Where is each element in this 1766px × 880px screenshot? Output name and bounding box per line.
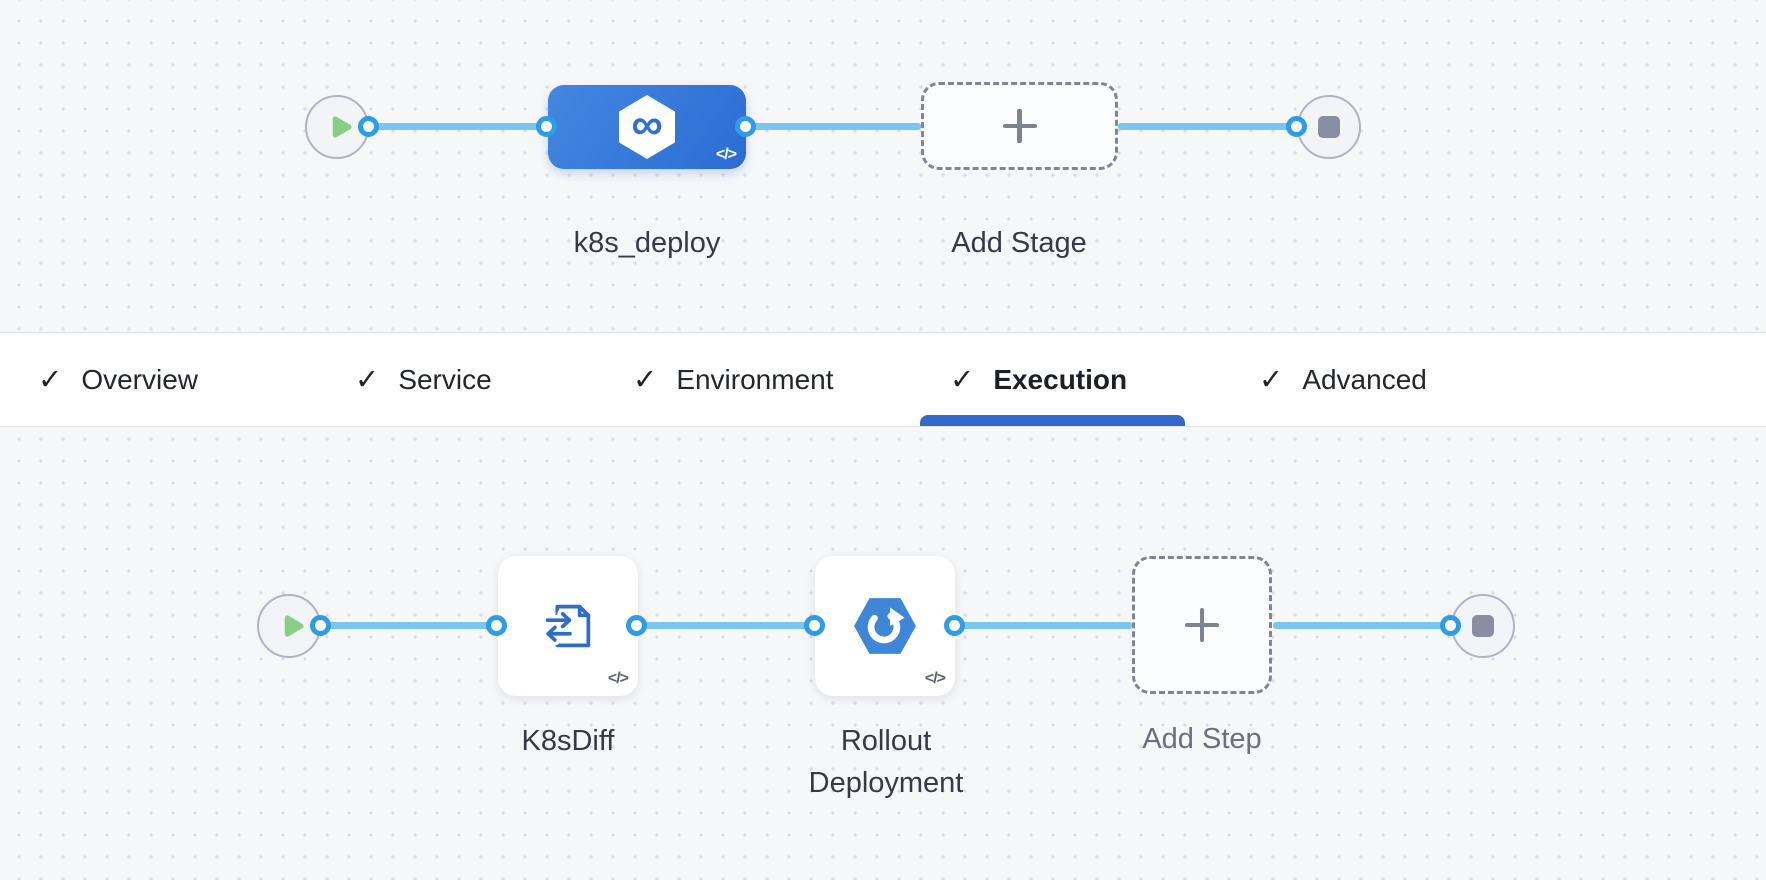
- check-icon: ✓: [950, 364, 975, 396]
- check-icon: ✓: [1259, 364, 1284, 396]
- check-icon: ✓: [633, 364, 658, 396]
- execution-end-node: [1451, 594, 1515, 658]
- tab-service[interactable]: ✓ Service: [355, 333, 492, 426]
- in-port[interactable]: [1286, 116, 1307, 137]
- yaml-code-icon[interactable]: </>: [715, 146, 737, 163]
- play-icon: [324, 112, 354, 142]
- stop-icon: [1318, 116, 1340, 138]
- in-port[interactable]: [804, 615, 825, 636]
- step-edge: [955, 622, 1132, 629]
- check-icon: ✓: [38, 364, 63, 396]
- step-node-rollout-deployment[interactable]: </>: [815, 556, 955, 696]
- step-node-k8sdiff[interactable]: </>: [498, 556, 638, 696]
- step-edge: [637, 622, 815, 629]
- in-port[interactable]: [536, 116, 557, 137]
- step-name-label: Rollout Deployment: [808, 725, 964, 800]
- tab-label: Advanced: [1302, 363, 1427, 395]
- add-step-button[interactable]: [1132, 556, 1272, 694]
- add-stage-button[interactable]: [921, 82, 1118, 170]
- pipeline-start-node: [305, 95, 369, 159]
- check-icon: ✓: [355, 364, 380, 396]
- tab-execution[interactable]: ✓ Execution: [950, 333, 1127, 426]
- stage-config-tab-bar: ✓ Overview ✓ Service ✓ Environment ✓ Exe…: [0, 332, 1766, 427]
- tab-label: Overview: [81, 363, 199, 395]
- stage-edge: [746, 123, 921, 130]
- add-step-label: Add Step: [1142, 723, 1262, 755]
- rollout-deployment-icon: [852, 595, 918, 657]
- tab-environment[interactable]: ✓ Environment: [633, 333, 834, 426]
- in-port[interactable]: [1440, 615, 1461, 636]
- tab-label: Environment: [676, 363, 834, 395]
- harness-infinity-icon: ∞: [631, 100, 663, 149]
- tab-overview[interactable]: ✓ Overview: [38, 333, 198, 426]
- step-name-label: K8sDiff: [521, 725, 615, 757]
- yaml-code-icon[interactable]: </>: [607, 670, 629, 687]
- tab-label: Execution: [993, 363, 1128, 395]
- in-port[interactable]: [486, 615, 507, 636]
- plus-icon: [1002, 109, 1037, 143]
- out-port[interactable]: [626, 615, 647, 636]
- stage-edge: [1118, 123, 1297, 130]
- out-port[interactable]: [944, 615, 965, 636]
- stage-node-k8s-deploy[interactable]: ∞ </>: [548, 85, 746, 169]
- out-port[interactable]: [310, 615, 331, 636]
- pipeline-end-node: [1297, 95, 1361, 159]
- step-edge: [289, 622, 497, 629]
- out-port[interactable]: [358, 116, 379, 137]
- step-edge: [1273, 622, 1451, 629]
- active-tab-underline: [920, 415, 1185, 426]
- harness-logo-hexagon-icon: ∞: [619, 95, 675, 159]
- stage-name-label: k8s_deploy: [573, 227, 721, 259]
- tab-advanced[interactable]: ✓ Advanced: [1259, 333, 1427, 426]
- stage-edge: [337, 123, 547, 130]
- tab-label: Service: [398, 363, 492, 395]
- k8s-diff-file-icon: [537, 595, 599, 657]
- yaml-code-icon[interactable]: </>: [924, 670, 946, 687]
- out-port[interactable]: [735, 116, 756, 137]
- plus-icon: [1185, 608, 1219, 642]
- play-icon: [276, 611, 306, 641]
- add-stage-label: Add Stage: [951, 227, 1087, 259]
- stop-icon: [1472, 615, 1494, 637]
